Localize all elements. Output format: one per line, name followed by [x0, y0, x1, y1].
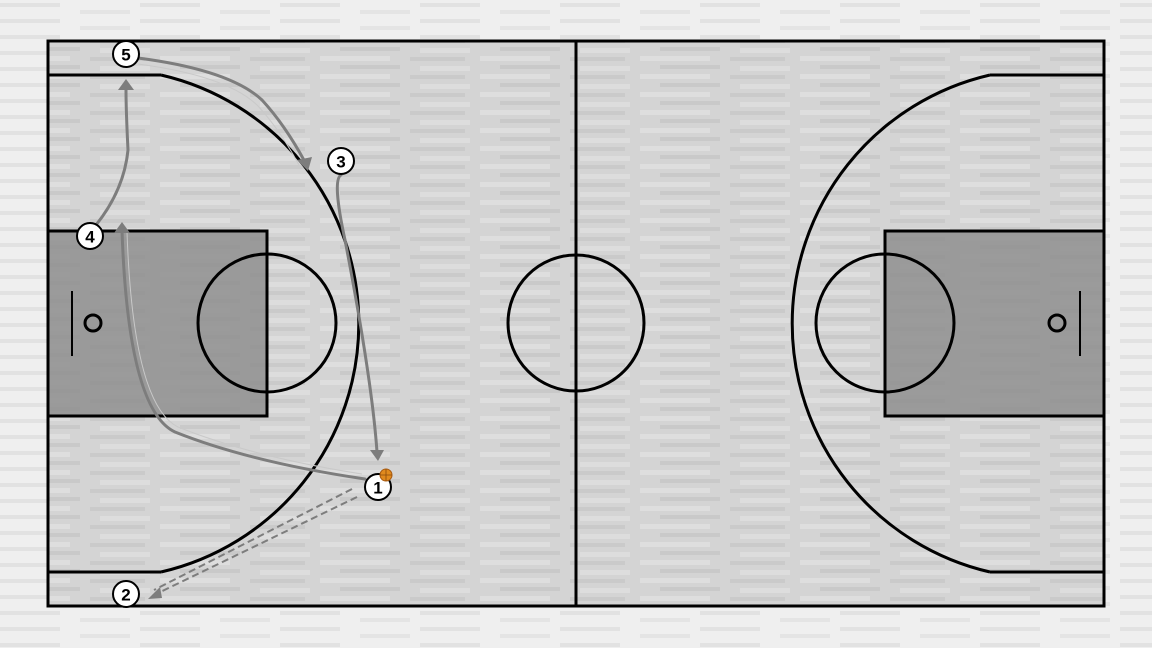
cut-arrow-4-to-5-spot	[94, 79, 134, 227]
pass-arrow-1-to-2	[148, 488, 358, 599]
court-boundary	[46, 39, 1106, 608]
player-3[interactable]: 3	[327, 147, 355, 175]
right-key	[883, 229, 1106, 418]
player-4[interactable]: 4	[76, 222, 104, 250]
player-2[interactable]: 2	[112, 580, 140, 608]
player-4-label: 4	[85, 228, 95, 247]
player-2-label: 2	[121, 586, 130, 605]
cut-arrow-3-to-1-spot	[335, 173, 384, 461]
player-3-label: 3	[336, 153, 345, 172]
right-rim	[1047, 313, 1067, 333]
player-5-label: 5	[121, 46, 130, 65]
player-1-label: 1	[373, 479, 382, 498]
left-key	[46, 229, 269, 418]
left-free-throw-circle	[196, 252, 338, 394]
player-5[interactable]: 5	[112, 40, 140, 68]
left-rim	[83, 313, 103, 333]
cut-arrow-5-to-3-spot	[136, 56, 312, 171]
basketball-icon	[379, 468, 393, 482]
cut-arrow-1-to-4-spot	[114, 222, 367, 481]
right-free-throw-circle	[814, 252, 956, 394]
right-three-point-line	[790, 73, 1104, 574]
